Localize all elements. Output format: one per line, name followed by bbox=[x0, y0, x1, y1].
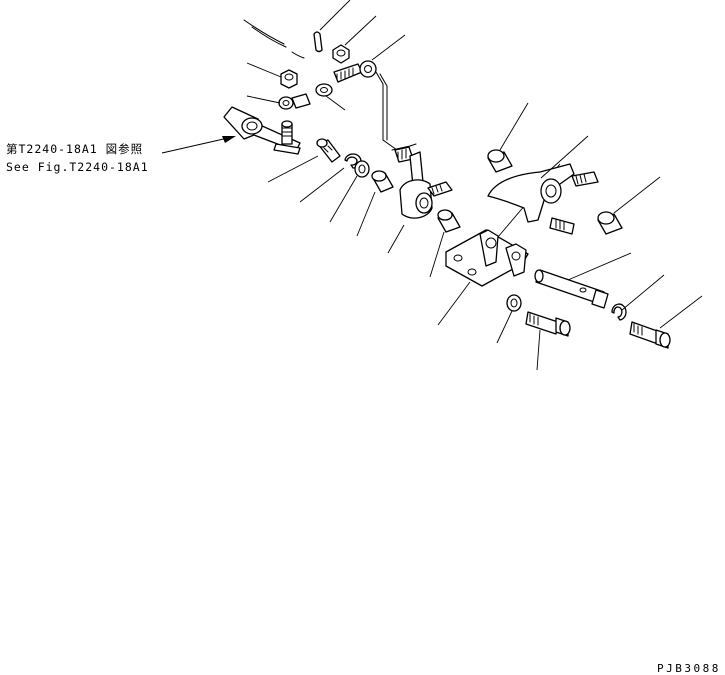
bolt-lower bbox=[525, 311, 571, 371]
arm-upper-right bbox=[487, 135, 599, 235]
bushing-upper-right bbox=[487, 102, 529, 173]
spring-washer-leaders bbox=[243, 19, 305, 59]
rod-end-upper bbox=[333, 34, 406, 83]
shaft-right bbox=[534, 252, 632, 309]
snap-ring bbox=[299, 153, 362, 203]
rod-end-left bbox=[246, 93, 311, 110]
lever-center bbox=[387, 143, 453, 254]
drawing-code: PJB3088 bbox=[657, 662, 721, 675]
nut-left bbox=[246, 62, 298, 89]
washer-lower bbox=[496, 294, 522, 344]
grease-fitting bbox=[267, 138, 341, 183]
bushing-right bbox=[429, 209, 461, 278]
bushing-left bbox=[356, 170, 394, 237]
nut-upper bbox=[332, 15, 377, 64]
snap-ring-right bbox=[611, 274, 665, 321]
reference-note-en: See Fig.T2240-18A1 bbox=[6, 160, 149, 174]
bushing-far-right bbox=[597, 176, 661, 235]
reference-arrow bbox=[161, 136, 236, 154]
link-rod bbox=[375, 71, 398, 151]
reference-note-jp: 第T2240-18A1 図参照 bbox=[6, 142, 143, 156]
washer-upper bbox=[315, 83, 346, 111]
washer-middle bbox=[329, 160, 370, 223]
cotter-pin bbox=[313, 0, 351, 53]
lever-left bbox=[223, 106, 301, 155]
bolt-right bbox=[629, 295, 703, 349]
